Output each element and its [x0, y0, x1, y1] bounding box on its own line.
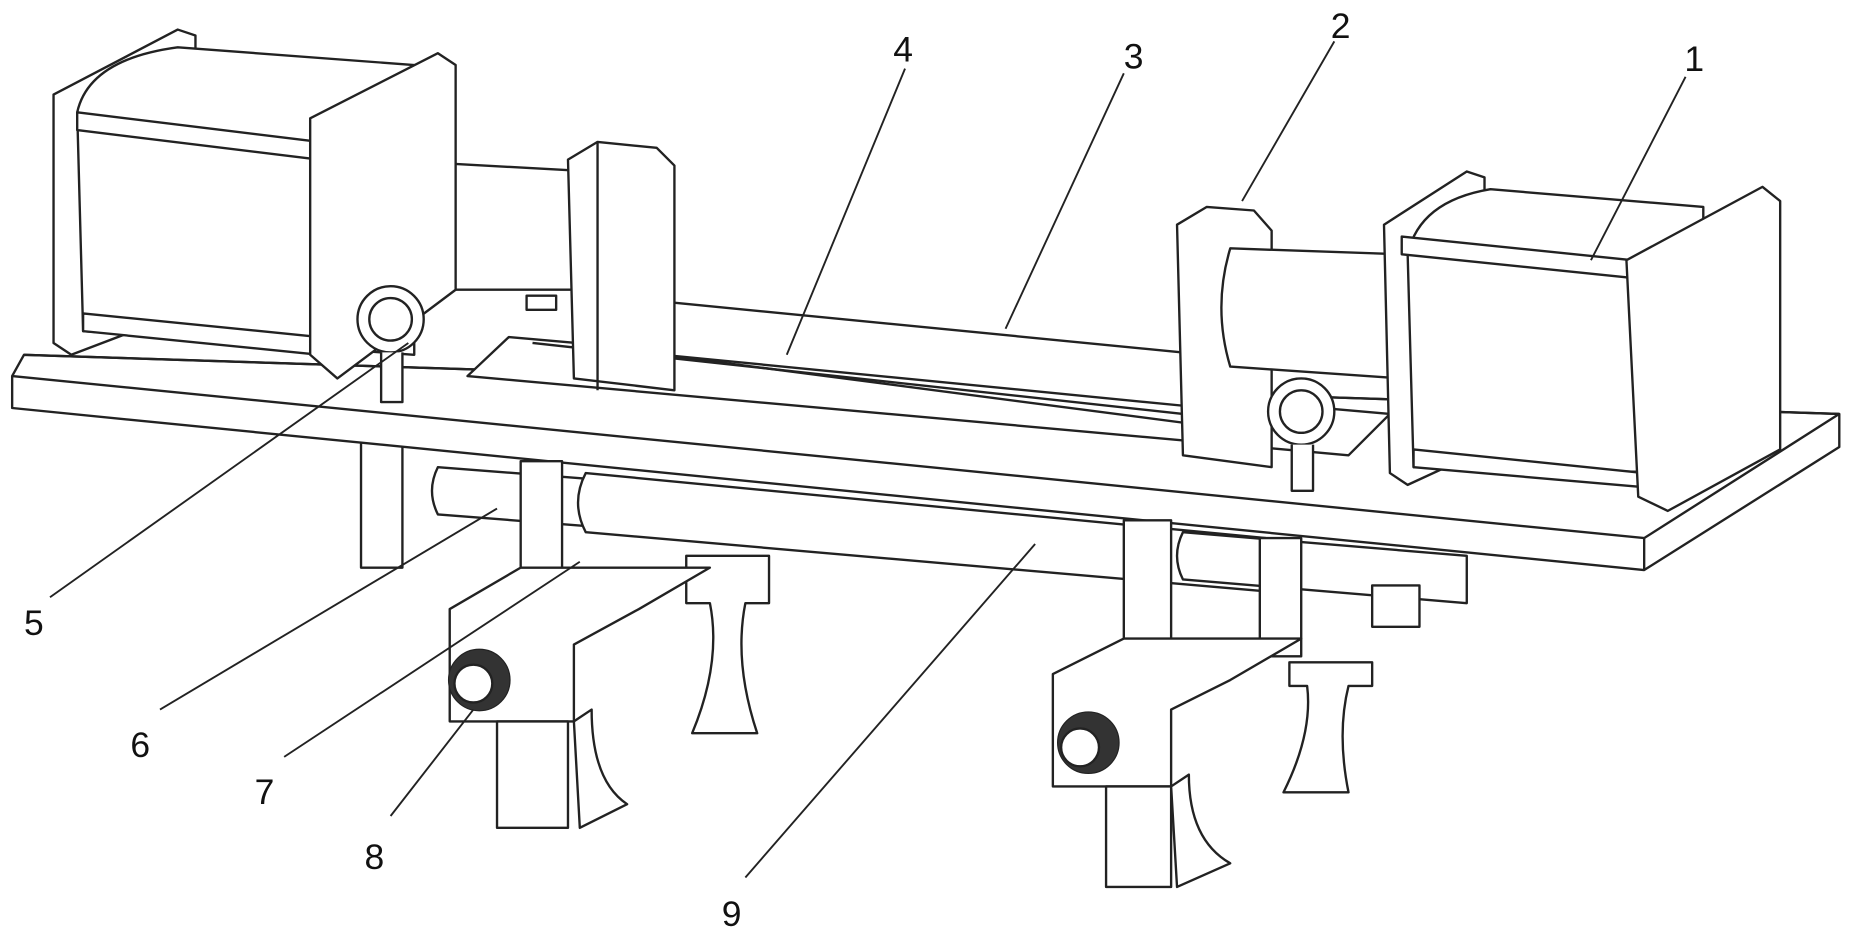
clamp-jaw-left-rear: [686, 556, 769, 733]
label-2: 2: [1331, 6, 1351, 46]
label-7: 7: [255, 772, 275, 812]
label-1: 1: [1684, 39, 1704, 79]
label-4: 4: [893, 29, 913, 69]
clamp-jaw-right-rear: [1283, 662, 1372, 792]
label-9: 9: [722, 894, 742, 934]
right-cylinder: [1177, 171, 1780, 510]
label-6: 6: [130, 725, 150, 765]
label-8: 8: [365, 837, 385, 877]
left-cylinder: [54, 30, 675, 403]
support-plate-left: [568, 142, 674, 390]
label-5: 5: [24, 603, 44, 643]
label-3: 3: [1124, 37, 1144, 77]
